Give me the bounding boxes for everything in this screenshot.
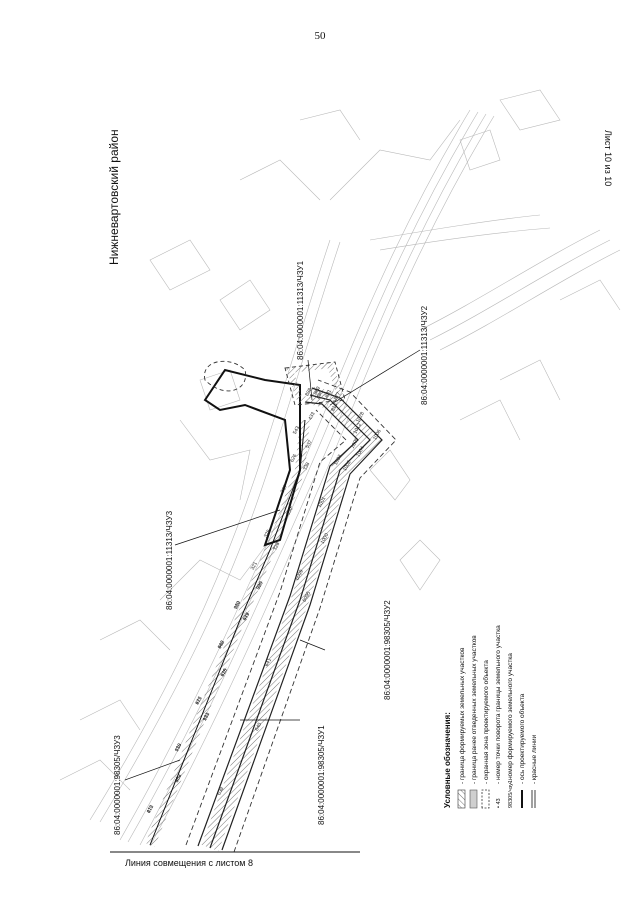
legend-label: - номер точки поворота границы земельног… — [495, 625, 502, 784]
point-label: 1028 — [355, 411, 366, 424]
legend-item: - красные линии — [531, 734, 538, 808]
point-label: 416 — [220, 668, 229, 678]
legend-label: - охранная зона проектируемого объекта — [482, 660, 490, 784]
parcel-label-p5: 86:04:0000001:98305/ЧЗУ2 — [383, 600, 392, 700]
point-label: 1005 — [350, 437, 361, 450]
point-label: 640 — [254, 722, 263, 732]
legend-title: Условные обозначения: — [443, 712, 452, 808]
parcel-label-p2: 86:04:0000001:11313/ЧЗУ2 — [420, 305, 429, 405]
point-label: 432 — [174, 773, 183, 783]
point-label: 877 — [333, 391, 342, 401]
point-label: 433 — [307, 411, 316, 421]
point-label: 639 — [216, 786, 225, 796]
point-label: 968 — [217, 640, 226, 650]
match-line-label: Линия совмещения с листом 8 — [125, 858, 253, 868]
point-label: 1000 — [320, 532, 331, 545]
legend-item: • 43 - номер точки поворота границы земел… — [495, 625, 502, 808]
point-label: 1001 — [317, 496, 328, 509]
point-label: 881 — [324, 388, 333, 398]
point-label: 330 — [285, 506, 294, 516]
point-label: 131 — [202, 712, 211, 722]
legend-symbol-hatch-fill — [457, 789, 466, 809]
point-label: 872 — [146, 804, 155, 814]
point-label: 980 — [233, 600, 242, 610]
point-label: 6099 — [294, 569, 305, 582]
legend-item: - граница ранее отведенных земельных уча… — [469, 635, 478, 809]
point-label: 918 — [174, 742, 183, 752]
parcel-label-p1: 86:04:0000001:11313/ЧЗУ1 — [296, 260, 305, 360]
point-label: 415 — [146, 804, 155, 814]
point-label: 888 — [304, 387, 313, 397]
legend-label: - граница ранее отведенных земельных уча… — [471, 635, 478, 784]
legend-label: - красные линии — [531, 734, 538, 784]
legend-symbol-dashed-box — [481, 789, 490, 809]
point-label: 1006 — [372, 428, 383, 441]
upper-corridor — [145, 360, 346, 847]
point-label: 626 — [289, 453, 298, 463]
legend-symbol-dot-number: • 43 — [496, 798, 502, 808]
point-label: 442 — [217, 640, 226, 650]
legend-item: 98305/чзу1- номер формируемого земельног… — [507, 653, 514, 808]
point-label: 923 — [202, 712, 211, 722]
page-number: 50 — [314, 30, 326, 42]
point-label: 320 — [255, 580, 264, 590]
legend-label: - номер формируемого земельного участка — [507, 653, 514, 784]
legend-symbol-parcel-code: 98305/чзу1 — [508, 780, 514, 808]
point-label: 417 — [194, 696, 203, 706]
point-label: 537 — [305, 439, 314, 449]
point-label: 928 — [220, 668, 229, 678]
topographic-background — [59, 89, 621, 847]
legend: Условные обозначения: - граница формируе… — [443, 625, 538, 809]
parcel-labels: 86:04:0000001:11313/ЧЗУ1 86:04:0000001:1… — [113, 260, 429, 835]
parcel-label-p6: 86:04:0000001:98305/ЧЗУ3 — [113, 735, 122, 835]
parcel-label-p3: 86:04:0000001:11313/ЧЗУ3 — [165, 510, 174, 610]
point-label: 338 — [302, 461, 311, 471]
point-label: 543 — [292, 425, 301, 435]
point-label: 818 — [330, 402, 339, 412]
point-label: 6095 — [302, 590, 313, 603]
legend-label: - ось проектируемого объекта — [518, 693, 526, 784]
point-label: 641 — [264, 657, 273, 667]
parcel-leader-lines — [124, 349, 421, 781]
point-label: 925 — [194, 696, 203, 706]
point-label: 880 — [313, 386, 322, 396]
point-label: 880 — [315, 390, 324, 400]
point-label: 329 — [263, 529, 272, 539]
point-label: 319 — [233, 600, 242, 610]
point-label: 328 — [272, 541, 281, 551]
point-label: 888 — [174, 773, 183, 783]
legend-item: - охранная зона проектируемого объекта — [481, 660, 490, 809]
point-label: 979 — [242, 612, 251, 622]
sheet-label: Лист 10 из 10 — [603, 130, 613, 186]
point-label: 447 — [242, 612, 251, 622]
point-label: 1002 — [342, 459, 353, 472]
point-label: 1003 — [333, 454, 344, 467]
district-label: Нижневартовский район — [107, 129, 121, 265]
point-label: 337 — [280, 484, 289, 494]
legend-item: - граница формируемых земельных участков — [457, 647, 466, 809]
legend-symbol-gray-fill — [469, 789, 478, 809]
point-label: 1012 — [352, 422, 363, 435]
legend-symbol-double-line — [531, 790, 536, 808]
point-label: 990 — [255, 580, 264, 590]
parcel-label-p4: 86:04:0000001:98305/ЧЗУ1 — [317, 725, 326, 825]
point-label: 130 — [174, 742, 183, 752]
legend-label: - граница формируемых земельных участков — [459, 647, 466, 784]
point-label: 1004 — [355, 445, 366, 458]
legend-item: - ось проектируемого объекта — [518, 693, 526, 808]
point-label: 321 — [250, 561, 259, 571]
